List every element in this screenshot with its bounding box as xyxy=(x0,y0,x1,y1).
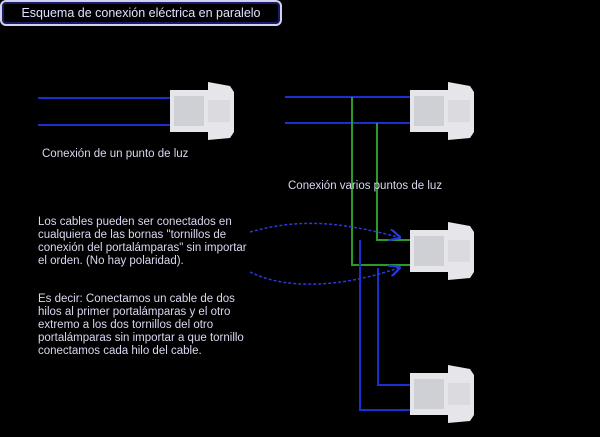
note-explanation: Es decir: Conectamos un cable de dos hil… xyxy=(38,293,244,357)
lamp-holder-single xyxy=(170,82,234,140)
wire-green-inner xyxy=(376,123,418,241)
wire-blue-inner xyxy=(377,268,418,386)
lamp-holder-1 xyxy=(410,82,474,140)
lamp-holder-3 xyxy=(410,365,474,423)
diagram-title: Esquema de conexión eléctrica en paralel… xyxy=(0,0,282,26)
arrow-to-terminal-1 xyxy=(249,222,398,237)
lamp-holder-2 xyxy=(410,222,474,280)
label-multiple-points: Conexión varios puntos de luz xyxy=(288,180,443,192)
note-polarity: Los cables pueden ser conectados en cual… xyxy=(38,216,247,267)
wire-blue-outer xyxy=(359,240,418,411)
label-single-point: Conexión de un punto de luz xyxy=(42,148,189,160)
arrow-to-terminal-2 xyxy=(249,268,398,285)
